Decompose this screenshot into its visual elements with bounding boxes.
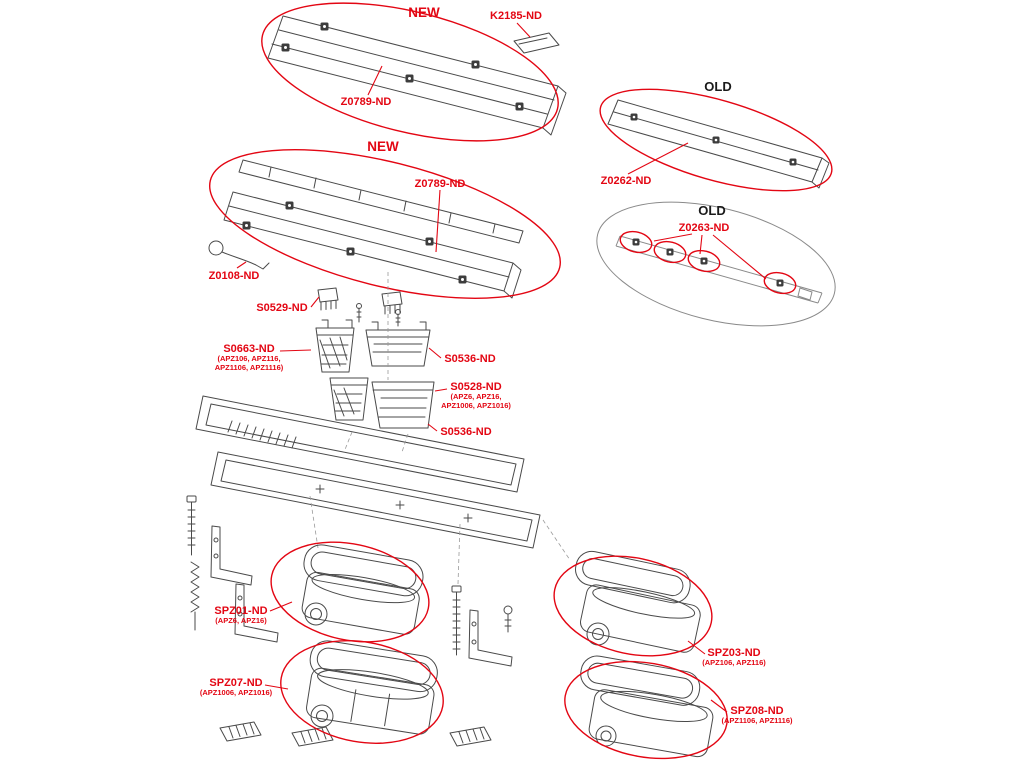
label-s0528: S0528-ND (APZ6, APZ16, APZ1006, APZ1016) [441,381,511,410]
highlight-ellipse-new-top [261,2,559,142]
highlight-ellipse-spz07 [280,640,444,744]
leader-z0789-mid [435,189,441,253]
z0108-tool-drawing [208,240,270,270]
highlight-ellipse-spz08 [564,660,728,760]
old-bottom-clips [632,238,784,287]
label-s0536-bottom: S0536-ND [440,426,492,438]
screws-brackets-left-drawing [186,495,279,643]
siphon-spz01-drawing [301,544,424,635]
channel-old-top-drawing [607,99,830,189]
basket-s0663-drawing [315,319,355,373]
siphon-spz07-drawing [306,640,438,735]
label-s0529: S0529-ND [256,302,308,314]
leaders-z0263 [653,233,767,280]
leader-z0108 [236,261,247,269]
leader-spz08 [710,699,728,713]
alignment-dashes [309,272,571,585]
channel-new-top-drawing [267,15,567,136]
label-new-top: NEW [408,5,440,20]
insert-combs-drawing [317,287,403,327]
frame-grate-drawing [195,395,525,493]
siphon-spz03-drawing [575,550,701,653]
label-s0536-top: S0536-ND [444,353,496,365]
label-k2185: K2185-ND [490,10,542,22]
highlight-ellipse-spz03 [553,555,713,657]
label-spz03: SPZ03-ND (APZ106, APZ116) [702,647,766,668]
k2185-plate-drawing [513,32,560,54]
leader-spz01 [269,601,293,612]
highlight-ellipse-spz01 [270,541,430,643]
frame-channel-drawing [210,451,541,549]
label-old-top: OLD [704,79,732,94]
leaders-inserts [279,296,448,432]
label-z0789-mid: Z0789-ND [414,178,466,190]
highlight-ellipses-old-clips [619,230,797,295]
label-z0262: Z0262-ND [600,175,652,187]
siphon-spz08-drawing [580,655,714,758]
leader-z0262 [627,142,689,175]
leader-spz03 [687,640,706,655]
basket-s0528-drawing [329,377,369,421]
label-z0108: Z0108-ND [208,270,260,282]
label-z0789-top: Z0789-ND [340,96,392,108]
leader-k2185 [516,22,531,38]
corrugated-pieces-drawing [219,721,492,747]
label-old-bottom: OLD [698,203,726,218]
tray-s0536-bottom-drawing [371,381,435,429]
tray-s0536-top-drawing [365,321,431,367]
channel-old-bottom-drawing [596,201,836,327]
label-spz07: SPZ07-ND (APZ1006, APZ1016) [199,677,273,698]
label-new-mid: NEW [367,139,399,154]
highlight-ellipse-new-mid [209,149,561,299]
label-z0263: Z0263-ND [678,222,730,234]
screws-brackets-right-drawing [451,585,513,667]
channel-new-mid-drawing [223,159,524,299]
label-spz08: SPZ08-ND (APZ1106, APZ1116) [721,705,793,726]
label-spz01: SPZ01-ND (APZ6, APZ16) [214,605,268,626]
leader-z0789-top [367,65,383,96]
highlight-ellipse-old-top [599,88,833,192]
label-s0663: S0663-ND (APZ106, APZ116, APZ1106, APZ11… [214,343,284,372]
leader-spz07 [264,684,289,690]
